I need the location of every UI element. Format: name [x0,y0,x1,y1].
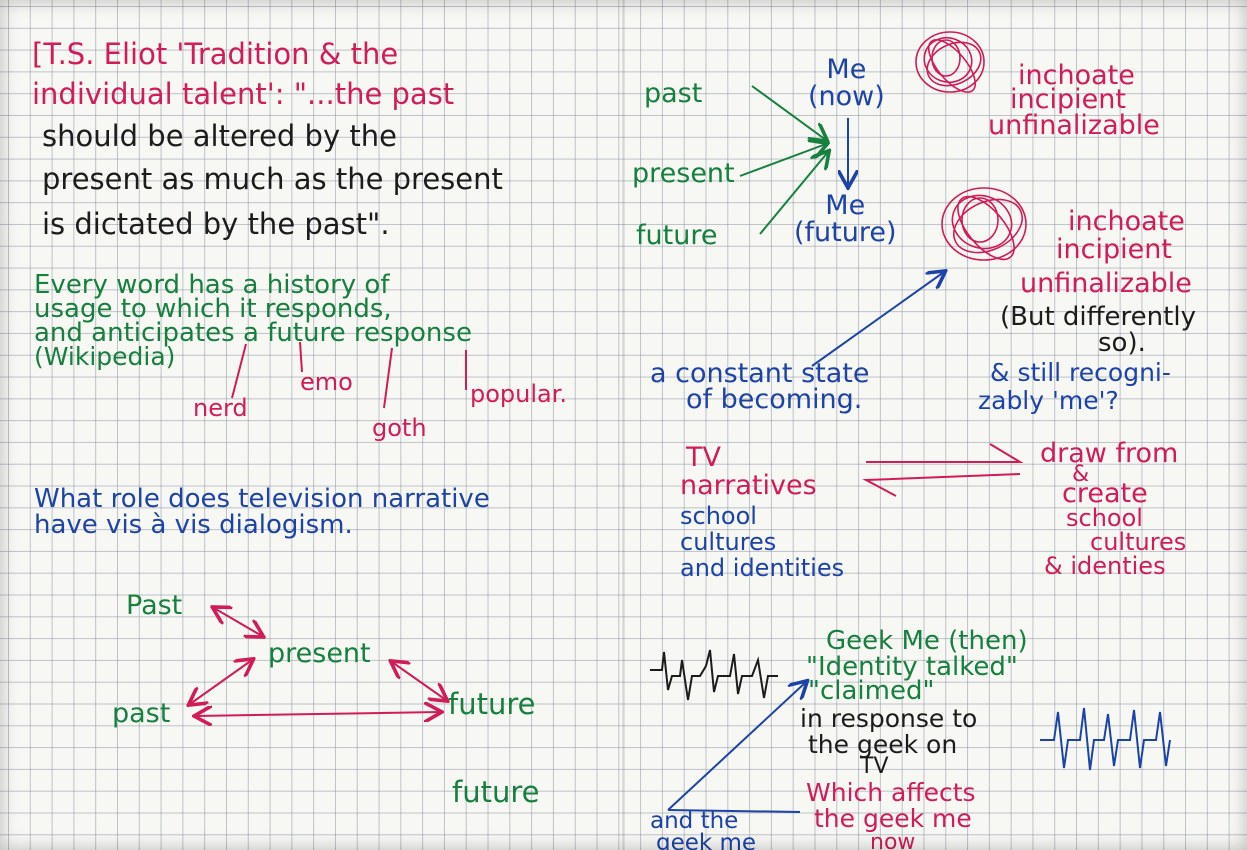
inchoate-1-b: incipient [1010,84,1126,115]
black-waveform [650,649,778,701]
the-geek-on: the geek on [808,730,958,759]
which-affects: Which affects [806,778,976,807]
timeline-past: past [644,78,703,109]
identity-talked: "Identity talked" [806,652,1018,682]
inchoate-2-a: inchoate [1068,206,1185,237]
triangle-present: present [268,638,371,669]
claimed-label: "claimed" [808,676,935,706]
history-line-2: usage to which it responds, [34,294,392,324]
eliot-line-3: should be altered by the [42,119,397,153]
notebook-spine [622,0,625,850]
label-popular: popular. [470,380,568,408]
triangle-arrows [190,608,446,716]
me-future: Me (future) [794,190,897,248]
narratives-label: narratives [680,470,817,501]
inchoate-1-c: unfinalizable [988,110,1160,141]
in-response-to: in response to [800,704,978,733]
geek-arrow-base [667,809,801,813]
triangle-past-left: past [112,698,171,729]
draw-from: draw from [1040,438,1179,469]
label-nerd: nerd [193,394,248,422]
inchoate-2-c: unfinalizable [1020,268,1192,299]
now-label: now [870,830,916,850]
scribble-future [941,187,1027,261]
timeline-future: future [636,220,718,251]
question-line-2: have vis à vis dialogism. [34,510,353,540]
history-line-4: (Wikipedia) [34,342,176,371]
the-geek-me: the geek me [814,804,972,833]
eliot-line-2: individual talent': "...the past [32,77,455,111]
cultures-label: cultures [680,528,777,556]
and-the: and the [650,808,739,834]
and-identities-label: and identities [680,554,845,582]
but-differently-b: so). [1098,328,1146,358]
identies-label-right: & identies [1044,552,1166,580]
constant-state-a: a constant state [650,358,870,389]
tv-small: TV [860,754,889,779]
timeline-present: present [632,158,735,189]
still-recognizably-b: zably 'me'? [978,386,1119,415]
future-standalone: future [452,775,540,809]
label-emo: emo [300,368,353,396]
geek-arrow-diagonal [667,682,806,811]
eliot-line-5: is dictated by the past". [42,207,390,241]
timeline-arrows [739,85,828,235]
constant-state-b: of becoming. [686,384,863,415]
history-line-1: Every word has a history of [34,270,390,300]
history-tick-lines [231,341,467,409]
tv-label: TV [686,442,721,473]
triangle-future: future [448,687,536,721]
me-now: Me (now) [808,54,885,112]
question-line-1: What role does television narrative [34,484,490,514]
scribble-now [915,31,985,93]
inchoate-2-b: incipient [1056,234,1172,265]
but-differently-a: (But differently [1000,302,1196,332]
becoming-arrow [811,272,944,367]
tv-double-arrow [862,443,1024,497]
inchoate-1-a: inchoate [1018,60,1135,91]
geek-me-then: Geek Me (then) [826,626,1028,656]
still-recognizably-a: & still recogni- [990,358,1171,387]
eliot-line-4: present as much as the present [42,162,503,196]
history-line-3: and anticipates a future response [34,318,472,348]
triangle-past-top: Past [126,590,183,621]
eliot-line-1: [T.S. Eliot 'Tradition & the [32,37,399,71]
geek-me: geek me [656,830,757,850]
create-label: create [1062,478,1148,509]
ampersand: & [1072,462,1090,487]
cultures-label-right: cultures [1090,528,1187,556]
blue-waveform [1040,707,1171,771]
school-label: school [680,502,757,530]
school-label-right: school [1066,504,1143,532]
label-goth: goth [372,414,427,442]
